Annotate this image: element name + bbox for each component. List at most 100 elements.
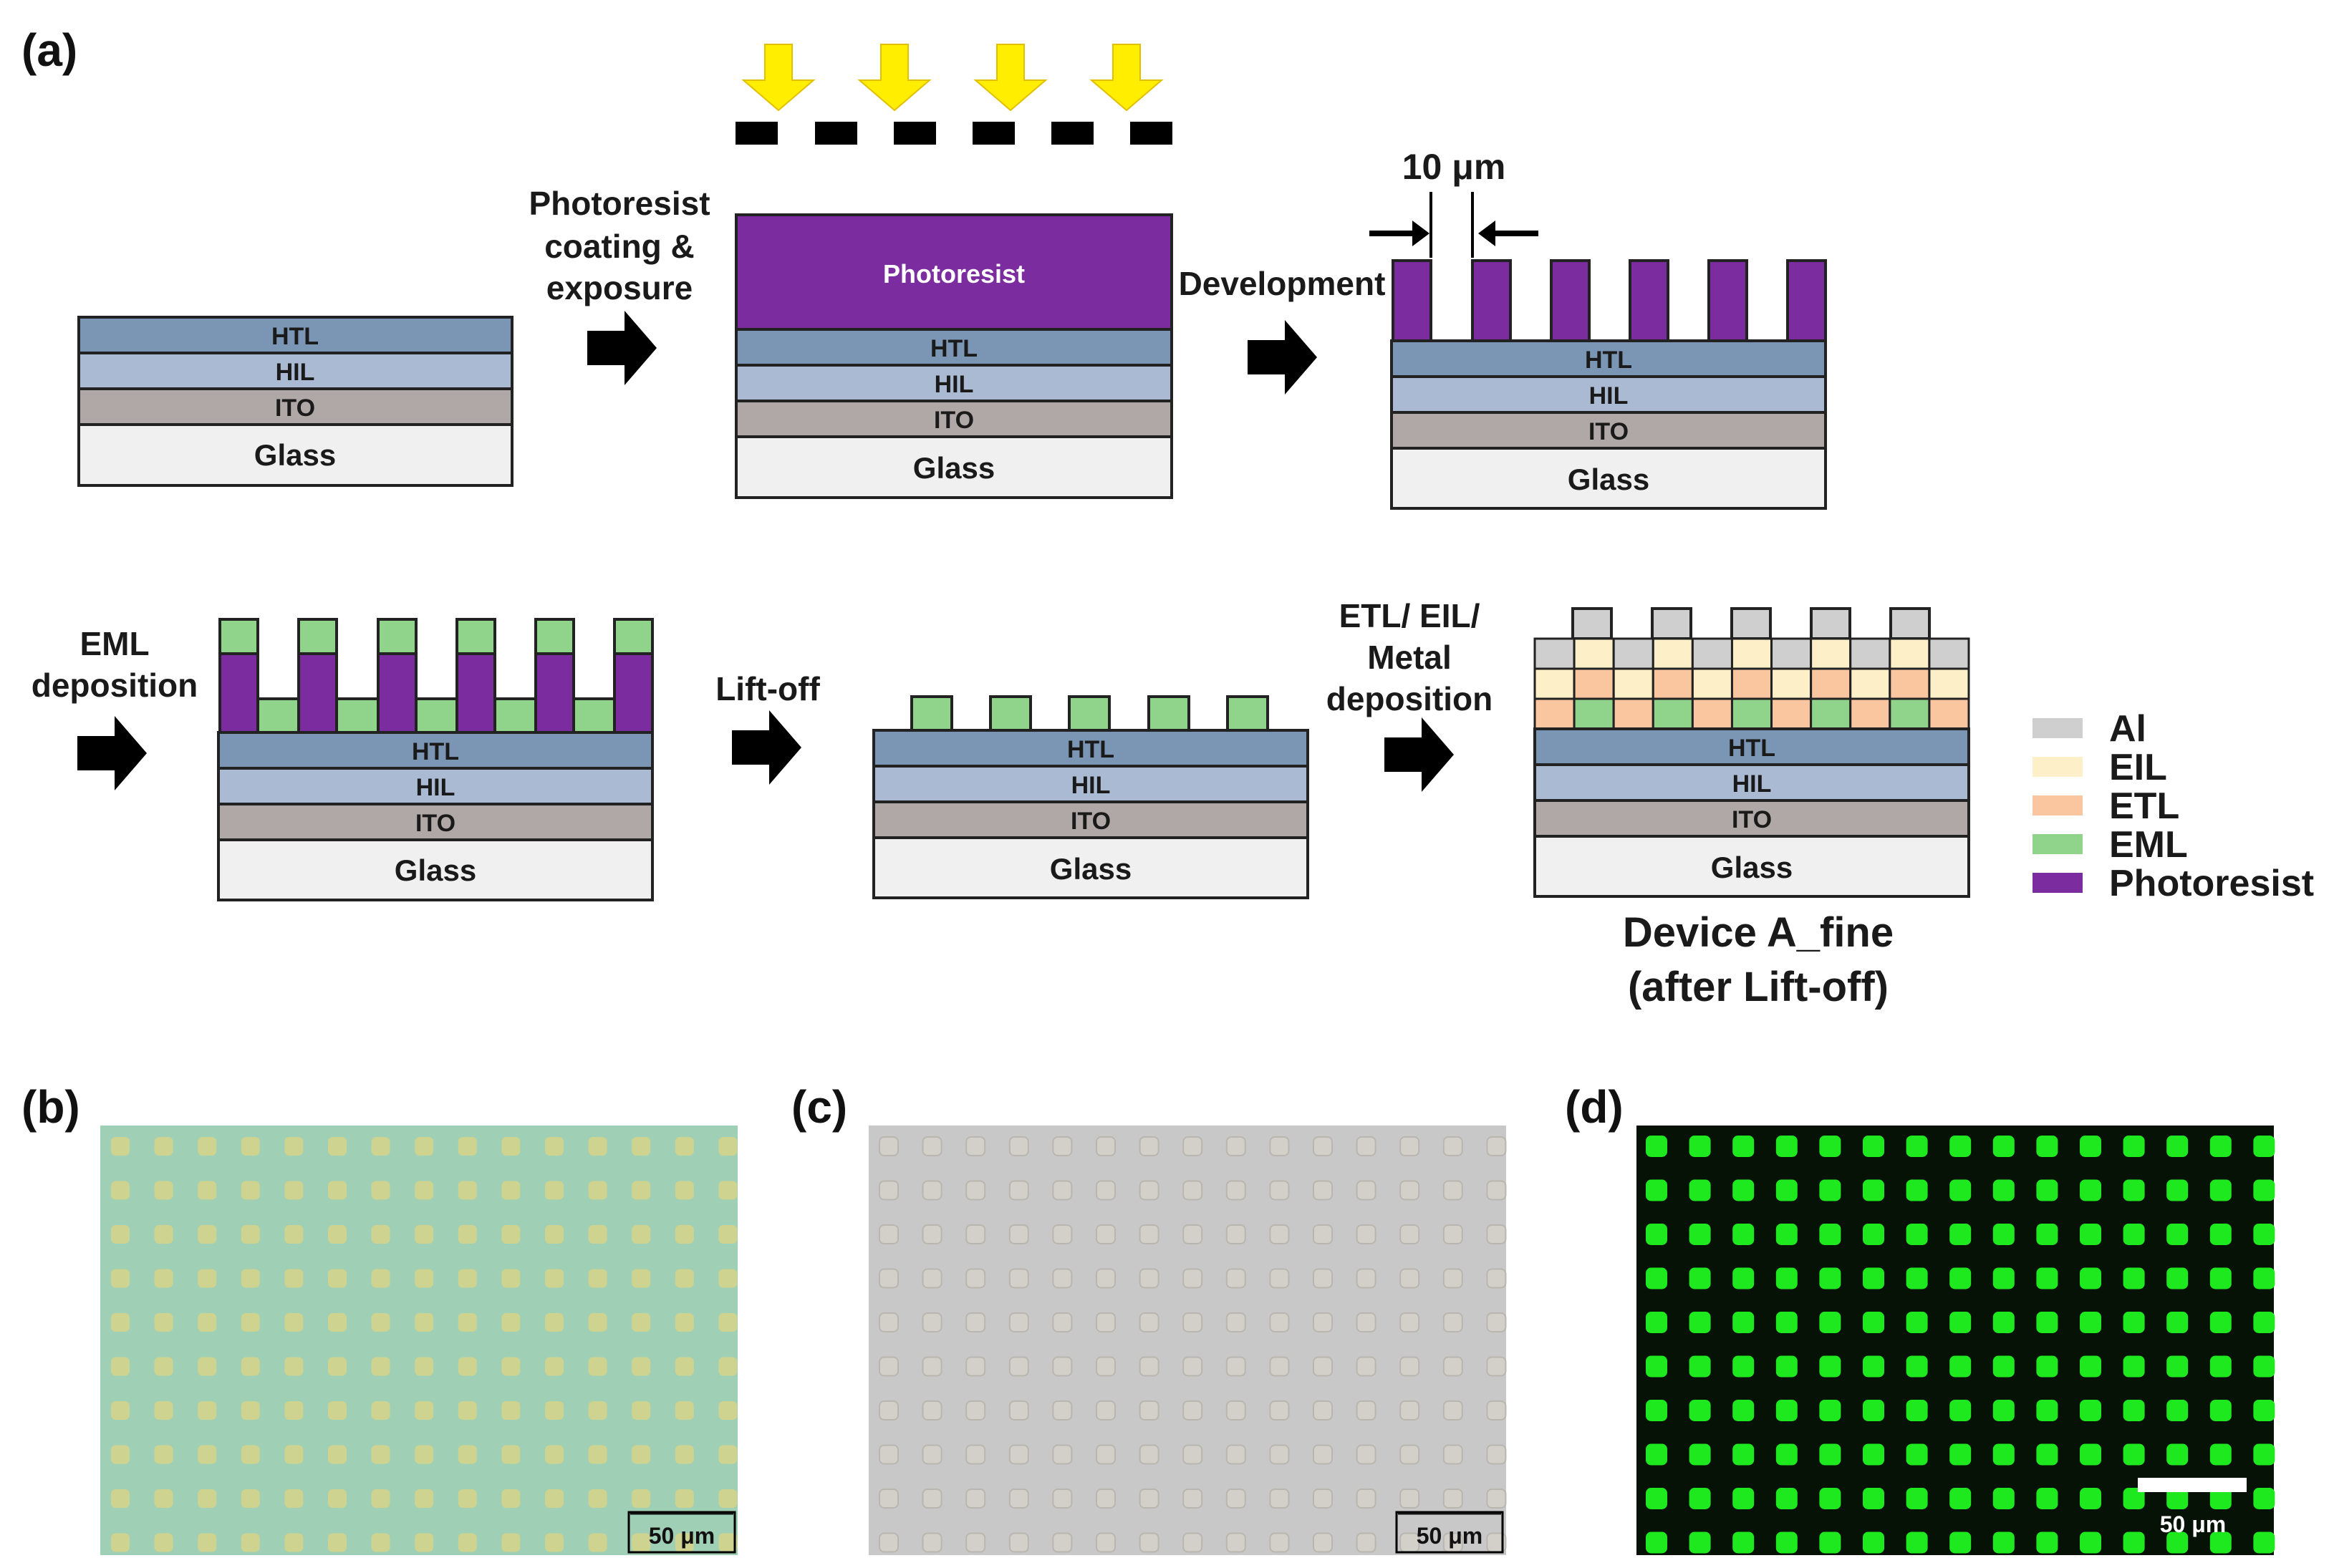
pixel-dot bbox=[1775, 1443, 1798, 1466]
pixel-dot bbox=[1225, 1356, 1246, 1377]
pixel-dot bbox=[1863, 1443, 1884, 1466]
pixel-dot bbox=[284, 1181, 304, 1200]
pixel-dot bbox=[1269, 1532, 1290, 1553]
pixel-dot bbox=[1775, 1224, 1798, 1245]
pixel-dot bbox=[1008, 1489, 1029, 1509]
pixel-dot bbox=[879, 1489, 899, 1509]
glass-label: Glass bbox=[254, 438, 336, 472]
pixel-dot bbox=[2166, 1355, 2189, 1378]
pixel-dot bbox=[1399, 1312, 1420, 1332]
pixel-dot bbox=[1949, 1267, 1972, 1289]
legend-swatch bbox=[2033, 718, 2083, 738]
hil-label: HIL bbox=[1589, 382, 1629, 410]
pixel-dot bbox=[328, 1225, 347, 1244]
pixel-dot bbox=[1052, 1136, 1073, 1156]
pixel-dot bbox=[1732, 1488, 1755, 1509]
pixel-dot bbox=[1486, 1136, 1507, 1156]
pixel-dot bbox=[1399, 1356, 1420, 1377]
pixel-dot bbox=[1442, 1400, 1463, 1421]
pixel-dot bbox=[2209, 1488, 2232, 1509]
etl-segment bbox=[1612, 697, 1654, 730]
stack-device: HTL HIL ITO Glass bbox=[1533, 607, 1970, 898]
pixel-dot bbox=[415, 1489, 434, 1508]
pixel-dot bbox=[284, 1533, 304, 1552]
pixel-dot bbox=[458, 1533, 477, 1552]
pixel-dot bbox=[1096, 1268, 1116, 1289]
glass-layer bbox=[1390, 447, 1827, 510]
pixel-dot bbox=[879, 1444, 899, 1465]
pixel-dot bbox=[1442, 1356, 1463, 1377]
pixel-dot bbox=[284, 1137, 304, 1156]
pixel-dot bbox=[458, 1225, 477, 1244]
glass-label: Glass bbox=[1050, 852, 1132, 886]
pixel-dot bbox=[718, 1533, 738, 1552]
pixel-dot bbox=[1992, 1136, 2015, 1157]
eil-segment bbox=[1889, 637, 1931, 670]
pixel-dot bbox=[1096, 1312, 1116, 1332]
pixel-dot bbox=[1225, 1136, 1246, 1156]
pixel-dot bbox=[922, 1444, 942, 1465]
pixel-dot bbox=[879, 1532, 899, 1553]
pixel-dot bbox=[1992, 1355, 2015, 1378]
pixel-dot bbox=[458, 1313, 477, 1332]
pixel-dot bbox=[2036, 1531, 2058, 1554]
pixel-dot bbox=[1775, 1531, 1798, 1554]
pixel-dot bbox=[1313, 1444, 1333, 1465]
pixel-dot bbox=[1399, 1400, 1420, 1421]
pixel-dot bbox=[1139, 1356, 1159, 1377]
pixel-dot bbox=[415, 1533, 434, 1552]
pixel-dot bbox=[965, 1400, 986, 1421]
pixel-dot bbox=[2166, 1312, 2189, 1333]
pixel-dot bbox=[111, 1445, 130, 1464]
pixel-dot bbox=[371, 1137, 390, 1156]
pixel-dot bbox=[2209, 1179, 2232, 1201]
pixel-dot bbox=[632, 1313, 651, 1332]
pixel-dot bbox=[1486, 1400, 1507, 1421]
pixel-dot bbox=[2166, 1267, 2189, 1289]
pixel-dot bbox=[111, 1269, 130, 1288]
pixel-dot bbox=[371, 1181, 390, 1200]
pixel-dot bbox=[879, 1180, 899, 1201]
pixel-dot bbox=[1225, 1180, 1246, 1201]
pixel-dot bbox=[1949, 1224, 1972, 1245]
pixel-dot bbox=[1313, 1268, 1333, 1289]
pixel-dot bbox=[2123, 1312, 2145, 1333]
pixel-dot bbox=[2209, 1443, 2232, 1466]
pixel-dot bbox=[1689, 1488, 1711, 1509]
pixel-dot bbox=[1399, 1136, 1420, 1156]
eml-pixel bbox=[256, 697, 300, 734]
micrograph-b-pixel-array bbox=[111, 1137, 738, 1552]
htl-label: HTL bbox=[1585, 347, 1632, 374]
pixel-dot bbox=[1646, 1400, 1667, 1421]
glass-layer bbox=[217, 838, 654, 901]
pixel-dot bbox=[545, 1489, 564, 1508]
pixel-dot bbox=[1182, 1268, 1203, 1289]
pixel-dot bbox=[415, 1401, 434, 1420]
pixel-dot bbox=[1139, 1268, 1159, 1289]
pixel-dot bbox=[2166, 1400, 2189, 1421]
pixel-dot bbox=[1949, 1443, 1972, 1466]
pixel-dot bbox=[879, 1268, 899, 1289]
glass-layer bbox=[735, 435, 1173, 499]
pixel-dot bbox=[545, 1357, 564, 1376]
pixel-dot bbox=[458, 1181, 477, 1200]
pixel-dot bbox=[1906, 1355, 1928, 1378]
pixel-dot bbox=[198, 1137, 217, 1156]
stack-photoresist: Photoresist HTL HIL ITO Glass bbox=[735, 44, 1173, 499]
pixel-dot bbox=[1269, 1400, 1290, 1421]
pixel-dot bbox=[1906, 1179, 1928, 1201]
pixel-dot bbox=[1313, 1356, 1333, 1377]
eml-segment bbox=[1730, 697, 1773, 730]
pixel-dot bbox=[241, 1137, 260, 1156]
pixel-dot bbox=[1949, 1355, 1972, 1378]
pixel-dot bbox=[1689, 1312, 1711, 1333]
pixel-dot bbox=[1689, 1136, 1711, 1157]
htl-label: HTL bbox=[1067, 736, 1114, 763]
pixel-dot bbox=[1269, 1312, 1290, 1332]
pixel-dot bbox=[1992, 1531, 2015, 1554]
pixel-dot bbox=[154, 1137, 173, 1156]
pixel-dot bbox=[2166, 1531, 2189, 1554]
htl-label: HTL bbox=[271, 323, 319, 350]
scale-bar-label: 50 μm bbox=[2160, 1511, 2227, 1537]
